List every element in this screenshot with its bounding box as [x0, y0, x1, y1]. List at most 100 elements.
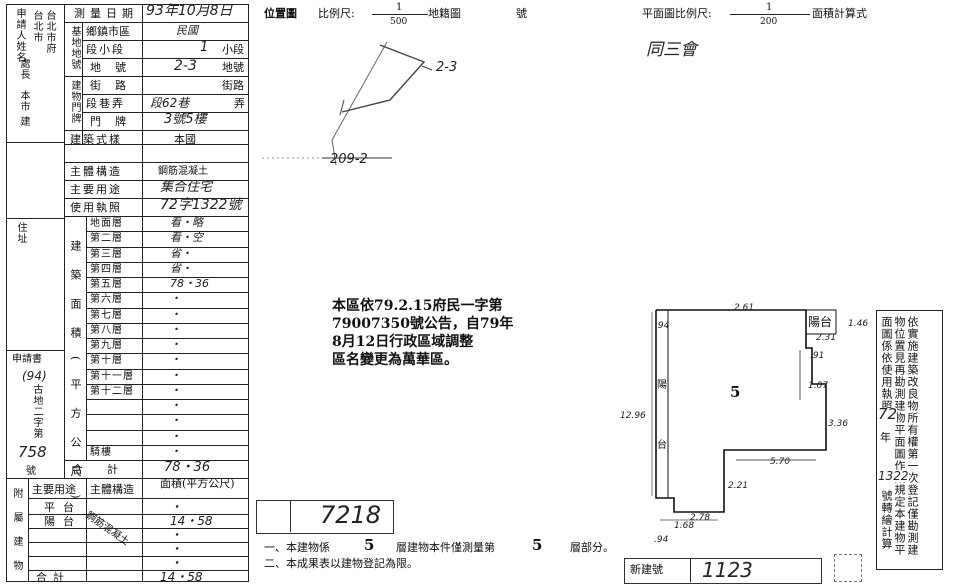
floor-row-value: ・ — [170, 445, 181, 458]
floor-row-label: 第三層 — [90, 249, 123, 260]
scale-label: 比例尺: — [318, 7, 355, 20]
cadastral-map-label: 地籍圖 — [428, 7, 461, 20]
new-building-no-box — [624, 558, 822, 584]
annex-side-label: 附屬建物 — [11, 488, 22, 584]
plan-room: 陽 — [657, 380, 667, 391]
survey-date-value: 93年10月8日 — [146, 3, 233, 19]
plan-d-h: 2.21 — [728, 481, 749, 491]
use-label: 主要用途 — [70, 183, 122, 196]
floor-row-value: ・ — [170, 384, 181, 397]
lot-value: 2-3 — [174, 58, 197, 74]
lane-label: 段巷弄 — [86, 97, 125, 110]
annex-row-area: ・ — [170, 556, 183, 570]
lane-value: 段62巷 — [150, 96, 190, 110]
annex-row-area: ・ — [170, 528, 183, 542]
registration-number: 758 — [18, 443, 47, 461]
annex-row-area: ・ — [170, 542, 183, 556]
site-map-drawing — [262, 41, 433, 166]
site-lot-b: 209-2 — [330, 152, 368, 167]
plan-balcony: 陽台 — [808, 315, 833, 329]
district-value: 民國 — [176, 24, 198, 37]
notice-line-4: 區名變更為萬華區。 — [332, 352, 458, 368]
lane-suffix: 弄 — [234, 97, 245, 110]
district-label: 鄉鎮市區 — [86, 25, 130, 38]
floor-row-value: 看・略 — [170, 216, 203, 229]
floor-plan-drawing — [651, 309, 837, 521]
floor-row-label: 第六層 — [90, 294, 123, 305]
plan-d-left: 12.96 — [620, 411, 646, 421]
plan-d-c: 2.31 — [816, 333, 837, 343]
floor-row-label: 地面層 — [90, 218, 123, 229]
survey-date-label: 測量日期 — [74, 7, 138, 20]
annex-row-area: ・ — [170, 500, 183, 514]
plan-d-i: 2.78 — [690, 513, 711, 523]
floors-total-value: 78・36 — [164, 460, 211, 475]
plan-d-a: .94 — [655, 321, 670, 331]
registration-tail: 古地二字第 — [31, 384, 42, 439]
number-label: 門牌 — [90, 115, 140, 128]
plan-floor-no: 5 — [730, 383, 741, 401]
floor-row-value: ・ — [170, 292, 181, 305]
street-suffix: 街路 — [222, 79, 244, 92]
floor-row-label: 第十層 — [90, 355, 123, 366]
annex-row-use: 平台 — [44, 501, 82, 514]
annex-h-struct: 主體構造 — [90, 483, 134, 496]
floors-group-label: 建築面積(平方公尺) — [69, 240, 82, 517]
lot-suffix: 地號 — [222, 61, 244, 74]
floor-row-value: 78・36 — [170, 277, 209, 290]
applicant-line-5: 建 — [18, 116, 29, 127]
plan-d-top: 2.61 — [734, 303, 755, 313]
section-label: 段小段 — [86, 43, 125, 56]
address-group-label: 建物門牌 — [69, 80, 80, 124]
annex-row-use: 陽台 — [44, 515, 82, 528]
annex-h-use: 主要用途 — [32, 483, 76, 496]
structure-value: 鋼筋混凝土 — [158, 166, 208, 177]
note-1-c: 層部分。 — [570, 541, 614, 554]
new-building-no-label: 新建號 — [630, 563, 663, 576]
note-1-a: 一、本建物係 — [264, 541, 330, 554]
plan-d-j: 1.68 — [674, 521, 695, 531]
area-calc-label: 面積計算式 — [812, 7, 867, 20]
floor-row-label: 第八層 — [90, 325, 123, 336]
notice-line-3: 8月12日行政區域調整 — [332, 334, 474, 350]
lot-label: 地號 — [90, 61, 140, 74]
registration-end: 號 — [26, 466, 36, 477]
location-group-label: 基地地號 — [69, 26, 80, 70]
plan-d-g: 5.70 — [770, 457, 791, 467]
plan-scale-bottom: 200 — [760, 17, 778, 27]
floor-row-label: 第十二層 — [90, 386, 134, 397]
registration-label: 申請書 — [12, 354, 42, 365]
floor-row-label: 第四層 — [90, 264, 123, 275]
plan-d-b: 1.46 — [848, 319, 869, 329]
floor-row-value: ・ — [170, 308, 181, 321]
registration-no: (94) — [22, 369, 47, 383]
applicant-line-2: 台北市府 — [44, 10, 55, 54]
permit-label: 使用執照 — [70, 201, 122, 214]
section-suffix: 小段 — [222, 43, 244, 56]
section-value: 1 — [200, 40, 209, 55]
site-lot-a: 2-3 — [436, 60, 458, 75]
floor-row-value: ・ — [170, 414, 181, 427]
floor-row-label: 第七層 — [90, 310, 123, 321]
use-value: 集合住宅 — [160, 180, 213, 195]
floor-row-value: ・ — [170, 399, 181, 412]
floor-row-label: 第九層 — [90, 340, 123, 351]
plan-scale-label: 平面圖比例尺: — [642, 7, 712, 20]
annex-h-area: 面積(平方公尺) — [160, 477, 235, 490]
floor-row-label: 第十一層 — [90, 371, 134, 382]
style-value: 本國 — [174, 133, 196, 146]
floor-row-value: ・ — [170, 353, 181, 366]
plan-d-e: 1.07 — [808, 381, 829, 391]
right-permit-b: 年 — [880, 431, 891, 444]
plan-scale-top: 1 — [766, 2, 773, 13]
permit-value: 72字1322號 — [160, 197, 242, 213]
notice-line-2: 79007350號公告，自79年 — [332, 316, 514, 332]
floor-row-value: ・ — [170, 338, 181, 351]
right-permit-a: 72 — [878, 405, 898, 423]
right-note: 依實施建築改良物所有權第一次登記僅勘測建物位置見再勘測建物平面圖作業規定本建物平… — [880, 316, 919, 556]
annex-total-label: 合計 — [36, 571, 70, 584]
location-map-label: 位置圖 — [264, 7, 297, 20]
floor-row-value: ・ — [170, 430, 181, 443]
plan-d-k: .94 — [654, 535, 669, 545]
floor-row-label: 騎樓 — [90, 447, 112, 458]
